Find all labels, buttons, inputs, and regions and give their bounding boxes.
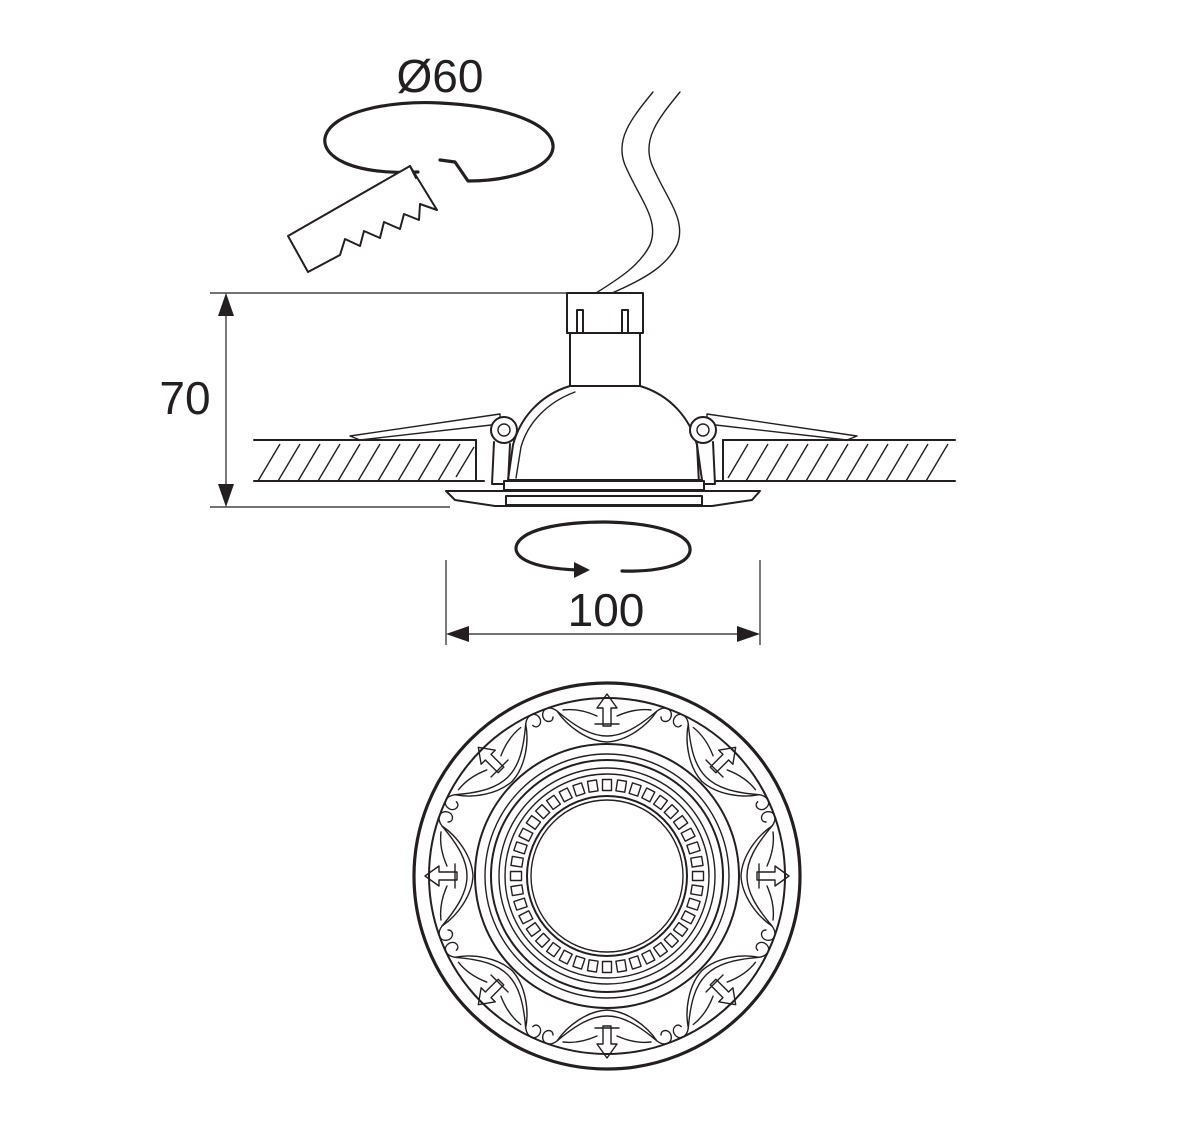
led-segment	[641, 949, 656, 965]
ornament-segment	[542, 1009, 672, 1059]
led-segment	[680, 910, 696, 925]
spring-clip-left	[349, 413, 518, 485]
height-label: 70	[159, 372, 210, 424]
lamp-frame-outer	[474, 743, 740, 1009]
led-segment	[534, 803, 551, 820]
ornament-segment	[424, 811, 474, 941]
ornament-segment	[444, 941, 542, 1039]
front-view	[412, 681, 802, 1071]
trim-ring	[445, 480, 761, 507]
rotation-arrow-icon	[514, 520, 692, 578]
led-segment	[510, 884, 524, 897]
lamp-reflector	[507, 385, 703, 481]
led-segment	[525, 814, 542, 831]
led-segment	[672, 814, 689, 831]
led-segment	[686, 841, 701, 855]
led-segment	[510, 855, 524, 868]
led-segment	[513, 841, 528, 855]
led-segment	[558, 949, 573, 965]
led-segment	[690, 884, 704, 897]
ceiling-right	[714, 439, 956, 482]
led-segment	[652, 941, 669, 958]
led-segment	[641, 787, 656, 803]
led-segment	[601, 778, 613, 792]
bezel-ornaments	[424, 693, 790, 1059]
ceiling-left	[253, 439, 485, 482]
side-view: 70	[159, 91, 956, 645]
bezel-inner-ring	[428, 697, 786, 1055]
ornament-segment	[672, 941, 770, 1039]
cutout-circle-icon	[323, 100, 555, 183]
led-segment	[586, 779, 599, 793]
ornament-segment	[542, 693, 672, 743]
led-segment	[652, 794, 669, 811]
led-segment	[686, 897, 701, 911]
led-segment	[518, 827, 534, 842]
led-segment	[680, 827, 696, 842]
led-segment	[572, 955, 586, 970]
led-segment	[545, 941, 562, 958]
bezel-outer-ring	[412, 681, 802, 1071]
led-segment	[601, 960, 613, 974]
led-ring	[509, 778, 705, 974]
led-segment	[518, 910, 534, 925]
outer-diameter-label: 100	[568, 584, 645, 636]
led-segment	[586, 959, 599, 973]
ornament-segment	[740, 811, 790, 941]
cutout-diameter-label: Ø60	[397, 50, 484, 102]
led-segment	[513, 897, 528, 911]
lamp-opening	[526, 795, 688, 957]
led-segment	[509, 870, 523, 882]
led-segment	[615, 959, 628, 973]
led-segment	[534, 932, 551, 949]
led-segment	[545, 794, 562, 811]
led-segment	[691, 870, 705, 882]
led-segment	[615, 779, 628, 793]
power-cable	[595, 91, 681, 294]
led-segment	[572, 782, 586, 797]
led-segment	[663, 803, 680, 820]
led-segment	[663, 932, 680, 949]
ornament-segment	[672, 713, 770, 811]
lamp-socket	[566, 292, 644, 334]
saw-icon	[287, 165, 438, 273]
led-segment	[558, 787, 573, 803]
led-segment	[628, 955, 642, 970]
led-segment	[672, 921, 689, 938]
led-segment	[628, 782, 642, 797]
cutout-diagram: Ø60	[287, 50, 555, 273]
led-segment	[525, 921, 542, 938]
spring-clip-right	[689, 413, 858, 485]
lamp-neck	[569, 332, 641, 389]
led-segment	[690, 855, 704, 868]
ornament-segment	[444, 713, 542, 811]
